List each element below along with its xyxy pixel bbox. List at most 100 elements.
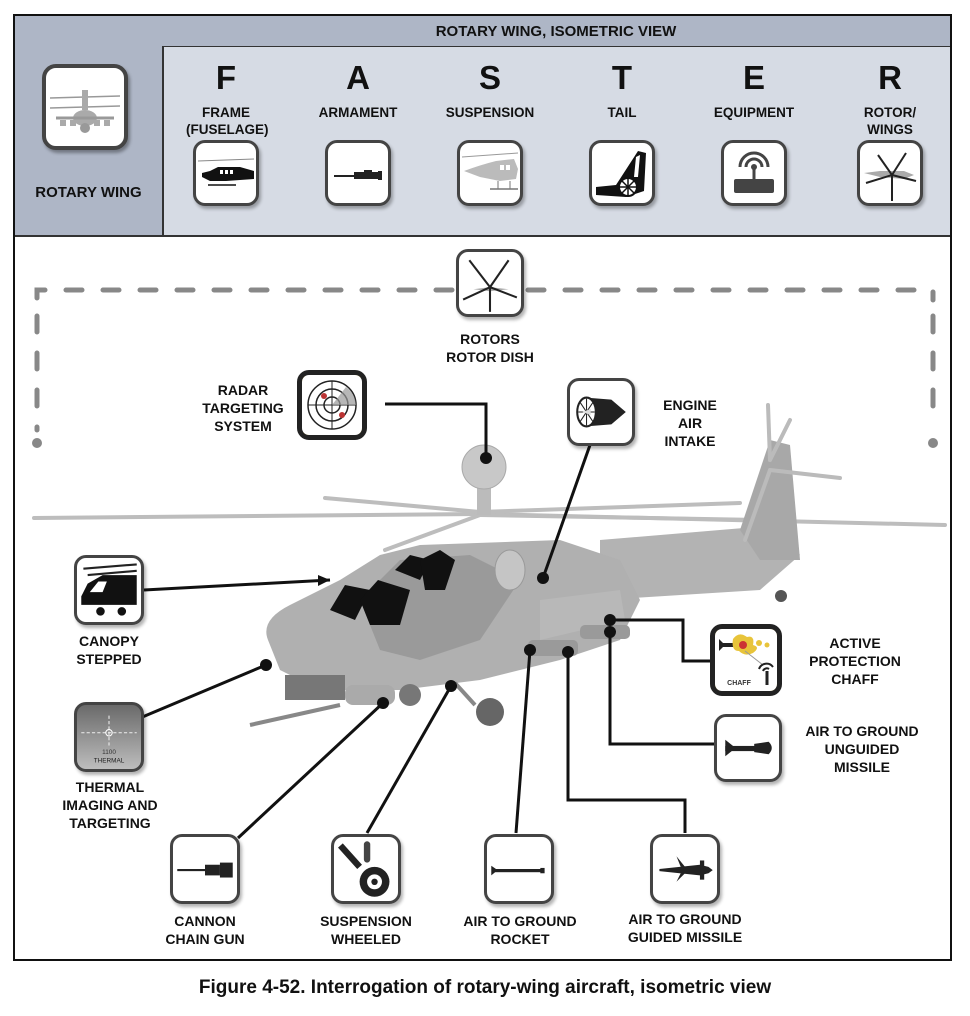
radar-targeting-icon (297, 370, 367, 440)
chaff-icon-text: CHAFF (727, 680, 751, 687)
header-title: ROTARY WING, ISOMETRIC VIEW (435, 23, 677, 40)
unguided-leader-line (608, 632, 716, 746)
suspension-leader-line (365, 685, 453, 834)
rotors-label: ROTORS ROTOR DISH (420, 330, 560, 366)
suspension-label: SUSPENSION WHEELED (306, 912, 426, 948)
label-line: UNGUIDED (824, 741, 900, 757)
label-line: ROCKET (490, 931, 550, 947)
guided-leader-line (566, 652, 687, 833)
faster-name: FRAME (FUSELAGE) (186, 105, 269, 137)
thermal-sight-icon: 1100 THERMAL (74, 702, 144, 772)
chaff-leader-line (610, 618, 713, 663)
machine-gun-icon (325, 140, 391, 206)
label-line: WHEELED (331, 931, 401, 947)
label-line: MISSILE (833, 759, 890, 775)
faster-letter: E (742, 59, 765, 96)
canopy-leader-line (143, 578, 331, 592)
label-line: PROTECTION (809, 653, 901, 669)
radar-label: RADAR TARGETING SYSTEM (188, 381, 298, 435)
stepped-canopy-icon (74, 555, 144, 625)
label-line: ACTIVE (829, 635, 881, 651)
faster-panel (162, 46, 950, 235)
rotor-dish-icon (456, 249, 524, 317)
unguided-missile-icon (714, 714, 782, 782)
engine-leader-line (541, 444, 592, 579)
antenna-equipment-icon (721, 140, 787, 206)
faster-letter: S (478, 59, 501, 96)
label-line: AIR TO GROUND (463, 913, 577, 929)
leader-endpoints (260, 452, 616, 709)
radar-leader-line (385, 402, 488, 458)
rotor-blades-icon (857, 140, 923, 206)
label-line: CANNON (174, 913, 236, 929)
label-line: ROTORS (460, 331, 520, 347)
chain-gun-icon (170, 834, 240, 904)
thermal-range-text: 1100 (102, 749, 116, 756)
jet-engine-icon (567, 378, 635, 446)
canopy-arrowhead (318, 575, 330, 586)
rocket-leader-line (514, 649, 532, 834)
guided-missile-icon (650, 834, 720, 904)
rotor-dish-outline (32, 287, 938, 448)
thermal-leader-line (139, 663, 267, 720)
canopy-label: CANOPY STEPPED (54, 632, 164, 668)
thermal-mode-text: THERMAL (94, 758, 125, 765)
label-line: AIR TO GROUND (628, 911, 742, 927)
leader-lines (139, 402, 716, 840)
utility-helicopter-silhouette-icon (193, 140, 259, 206)
label-line: THERMAL (75, 779, 145, 795)
unguided-label: AIR TO GROUND UNGUIDED MISSILE (792, 722, 932, 776)
faster-letter: R (878, 59, 902, 96)
faster-equipment: E EQUIPMENT (694, 46, 814, 206)
label-line: SUSPENSION (320, 913, 412, 929)
label-line: TARGETING (202, 400, 284, 416)
cannon-leader-line (236, 701, 385, 840)
faster-letter: T (611, 59, 633, 96)
faster-name: ARMAMENT (318, 105, 398, 120)
chaff-label: ACTIVE PROTECTION CHAFF (800, 634, 910, 688)
faster-armament: A ARMAMENT (298, 46, 418, 206)
header-title-bar (15, 16, 950, 47)
chaff-icon: CHAFF (710, 624, 782, 696)
faster-name: TAIL (607, 105, 637, 120)
label-line: ROTOR DISH (446, 349, 534, 365)
faster-rotor-wings: R ROTOR/ WINGS (830, 46, 950, 206)
header-divider (15, 235, 950, 237)
rocket-icon (484, 834, 554, 904)
label-line: CHAFF (831, 671, 879, 687)
engine-label: ENGINE AIR INTAKE (645, 396, 735, 450)
guided-label: AIR TO GROUND GUIDED MISSILE (610, 910, 760, 946)
figure-frame: ROTARY WING ROTARY WING, ISOMETRIC VIEW … (13, 14, 952, 961)
rotary-wing-label: ROTARY WING (35, 184, 142, 201)
cannon-label: CANNON CHAIN GUN (150, 912, 260, 948)
label-line: ENGINE (663, 397, 717, 413)
fenestron-tail-icon (589, 140, 655, 206)
thermal-label: THERMAL IMAGING AND TARGETING (50, 778, 170, 832)
label-line: TARGETING (69, 815, 151, 831)
figure-caption: Figure 4-52. Interrogation of rotary-win… (198, 977, 772, 998)
label-line: SYSTEM (214, 418, 272, 434)
faster-suspension: S SUSPENSION (430, 46, 550, 206)
label-line: AIR TO GROUND (805, 723, 919, 739)
faster-name: SUSPENSION (445, 105, 535, 120)
label-line: STEPPED (76, 651, 142, 667)
rocket-label: AIR TO GROUND ROCKET (445, 912, 595, 948)
rotary-wing-panel: ROTARY WING (15, 16, 162, 235)
faster-name: EQUIPMENT (713, 105, 795, 120)
faster-name: ROTOR/ WINGS (863, 105, 917, 137)
label-line: RADAR (217, 382, 269, 398)
faster-letter: F (215, 59, 237, 96)
skid-helicopter-icon (457, 140, 523, 206)
attack-helicopter-front-icon (42, 64, 128, 150)
label-line: IMAGING AND (62, 797, 158, 813)
label-line: INTAKE (664, 433, 716, 449)
faster-frame: F FRAME (FUSELAGE) (166, 46, 286, 206)
faster-letter: A (346, 59, 370, 96)
faster-tail: T TAIL (562, 46, 682, 206)
wheeled-gear-icon (331, 834, 401, 904)
label-line: AIR (677, 415, 703, 431)
label-line: GUIDED MISSILE (627, 929, 743, 945)
label-line: CHAIN GUN (165, 931, 245, 947)
label-line: CANOPY (79, 633, 139, 649)
